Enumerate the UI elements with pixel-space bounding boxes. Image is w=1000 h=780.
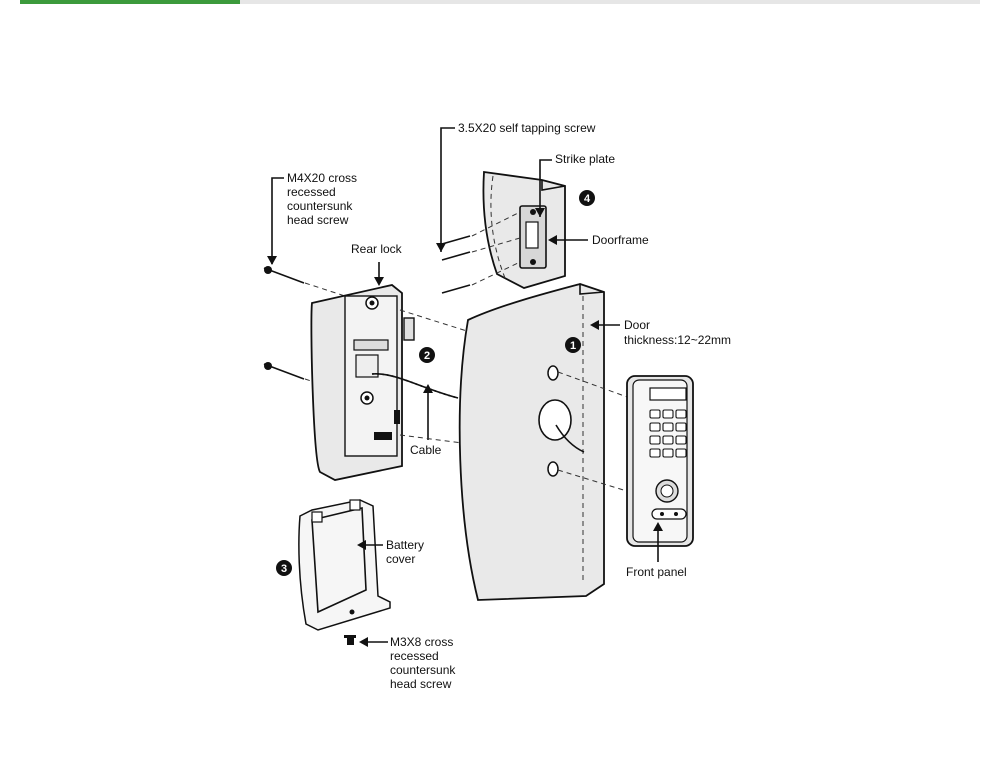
strike-plate-leader [539, 159, 552, 217]
cable-part [371, 373, 459, 399]
rear-lock-label: Rear lock [351, 242, 403, 256]
door-label-2: thickness:12~22mm [624, 333, 731, 347]
door-part [458, 283, 605, 601]
m4-screw-label-3: countersunk [287, 199, 353, 213]
strike-plate-label: Strike plate [555, 152, 615, 166]
m3-screw-label-1: M3X8 cross [390, 635, 453, 649]
tapping-screws [441, 211, 521, 294]
top-divider [20, 0, 980, 4]
tapping-screw-arrow [436, 243, 446, 252]
tapping-screw-label: 3.5X20 self tapping screw [458, 121, 596, 135]
battery-cover-arrow [357, 540, 366, 550]
cable-arrow [423, 384, 433, 393]
step-4-number: 4 [584, 193, 591, 205]
rear-lock-part [310, 284, 415, 481]
battery-cover-label-1: Battery [386, 538, 424, 552]
step-2-number: 2 [424, 350, 430, 362]
doorframe-arrow [548, 235, 557, 245]
battery-cover-label-2: cover [386, 552, 415, 566]
rear-lock-arrow [374, 277, 384, 286]
front-panel-part [626, 375, 694, 547]
m3-screw-label-2: recessed [390, 649, 439, 663]
strike-plate-arrow [535, 208, 545, 217]
front-panel-arrow [653, 522, 663, 531]
step-2-badge [419, 347, 435, 363]
m3-screw-label-4: head screw [390, 677, 452, 691]
cable-label: Cable [410, 443, 442, 457]
tapping-screw-leader [440, 127, 455, 252]
m3-screw-arrow [359, 637, 368, 647]
m4-screw-arrow [267, 256, 277, 265]
guide-line [399, 434, 471, 445]
step-1-number: 1 [570, 340, 576, 352]
m4-screw-label-1: M4X20 cross [287, 171, 357, 185]
m4-screw-leader [271, 177, 284, 264]
m3-screw-label-3: countersunk [390, 663, 456, 677]
m4-screw-label-2: recessed [287, 185, 336, 199]
m4-screw-label-4: head screw [287, 213, 349, 227]
doorframe-label: Doorframe [592, 233, 649, 247]
m3-screw [344, 635, 356, 645]
step-4-badge [579, 190, 595, 206]
step-1-badge [565, 337, 581, 353]
door-label-1: Door [624, 318, 650, 332]
guide-line [557, 469, 631, 493]
guide-line [399, 309, 471, 333]
battery-cover-part [298, 499, 391, 631]
front-panel-label: Front panel [626, 565, 687, 579]
door-arrow [590, 320, 599, 330]
strike-plate [519, 205, 547, 269]
guide-line [557, 371, 631, 399]
step-3-badge [276, 560, 292, 576]
top-accent-bar [20, 0, 240, 4]
step-3-number: 3 [281, 563, 287, 575]
